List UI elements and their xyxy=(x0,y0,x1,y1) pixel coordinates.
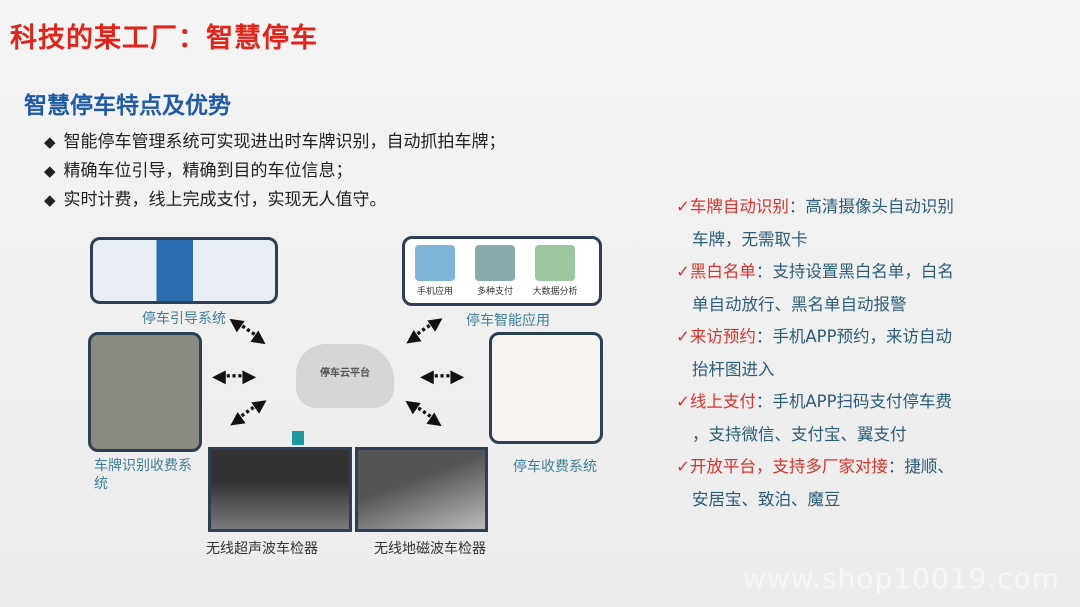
app-item: 大数据分析 xyxy=(525,241,585,297)
app-item: 多种支付 xyxy=(465,241,525,297)
check-icon: ✓ xyxy=(676,327,690,346)
arrow: ◀···▶ xyxy=(223,309,272,352)
section-heading: 智慧停车特点及优势 xyxy=(24,93,231,119)
guidance-system-label: 停车引导系统 xyxy=(142,311,226,327)
geomagnetic-detector-image xyxy=(355,447,488,532)
feature-item: ✓开放平台，支持多厂家对接：捷顺、安居宝、致泊、魔豆 xyxy=(676,457,954,509)
check-icon: ✓ xyxy=(676,262,690,281)
guidance-system-image xyxy=(90,237,278,304)
geomagnetic-detector-label: 无线地磁波车检器 xyxy=(374,541,486,557)
arrow: ◀···▶ xyxy=(212,366,256,387)
toll-system-image xyxy=(489,332,603,444)
check-icon: ✓ xyxy=(676,457,690,476)
plate-recognition-image xyxy=(88,332,202,452)
watermark: www.shop10019.com xyxy=(742,562,1060,595)
feature-item: ✓车牌自动识别：高清摄像头自动识别车牌，无需取卡 xyxy=(676,197,954,249)
bullet-item: 智能停车管理系统可实现进出时车牌识别，自动抓拍车牌； xyxy=(44,128,506,157)
cloud-platform: 停车云平台 xyxy=(296,344,394,408)
feature-item: ✓线上支付：手机APP扫码支付停车费，支持微信、支付宝、翼支付 xyxy=(676,392,953,444)
check-icon: ✓ xyxy=(676,392,690,411)
arrow: ◀···▶ xyxy=(223,391,272,434)
payment-icon xyxy=(475,245,515,281)
analytics-icon xyxy=(535,245,575,281)
bullet-item: 精确车位引导，精确到目的车位信息； xyxy=(44,157,506,186)
ultrasonic-detector-label: 无线超声波车检器 xyxy=(206,541,318,557)
arrow: ◀···▶ xyxy=(399,309,448,352)
ultrasonic-detector-image xyxy=(208,447,352,532)
smart-apps-label: 停车智能应用 xyxy=(466,313,550,329)
feature-item: ✓黑白名单：支持设置黑白名单，白名单自动放行、黑名单自动报警 xyxy=(676,262,954,314)
check-icon: ✓ xyxy=(676,197,690,216)
bullet-list: 智能停车管理系统可实现进出时车牌识别，自动抓拍车牌； 精确车位引导，精确到目的车… xyxy=(44,128,506,215)
arrow: ◀···▶ xyxy=(420,366,464,387)
plate-recognition-label: 车牌识别收费系统 xyxy=(94,458,192,492)
slide-title: 科技的某工厂：智慧停车 xyxy=(10,23,318,54)
arrow: ◀···▶ xyxy=(399,391,448,434)
feature-list: ✓车牌自动识别：高清摄像头自动识别车牌，无需取卡 ✓黑白名单：支持设置黑白名单，… xyxy=(676,191,981,516)
bullet-item: 实时计费，线上完成支付，实现无人值守。 xyxy=(44,186,506,215)
smart-apps-image: 手机应用多种支付大数据分析 xyxy=(402,236,602,306)
app-item: 手机应用 xyxy=(405,241,465,297)
toll-system-label: 停车收费系统 xyxy=(513,459,597,475)
teal-marker xyxy=(292,431,304,445)
phone-app-icon xyxy=(415,245,455,281)
feature-item: ✓来访预约：手机APP预约，来访自动抬杆图进入 xyxy=(676,327,953,379)
